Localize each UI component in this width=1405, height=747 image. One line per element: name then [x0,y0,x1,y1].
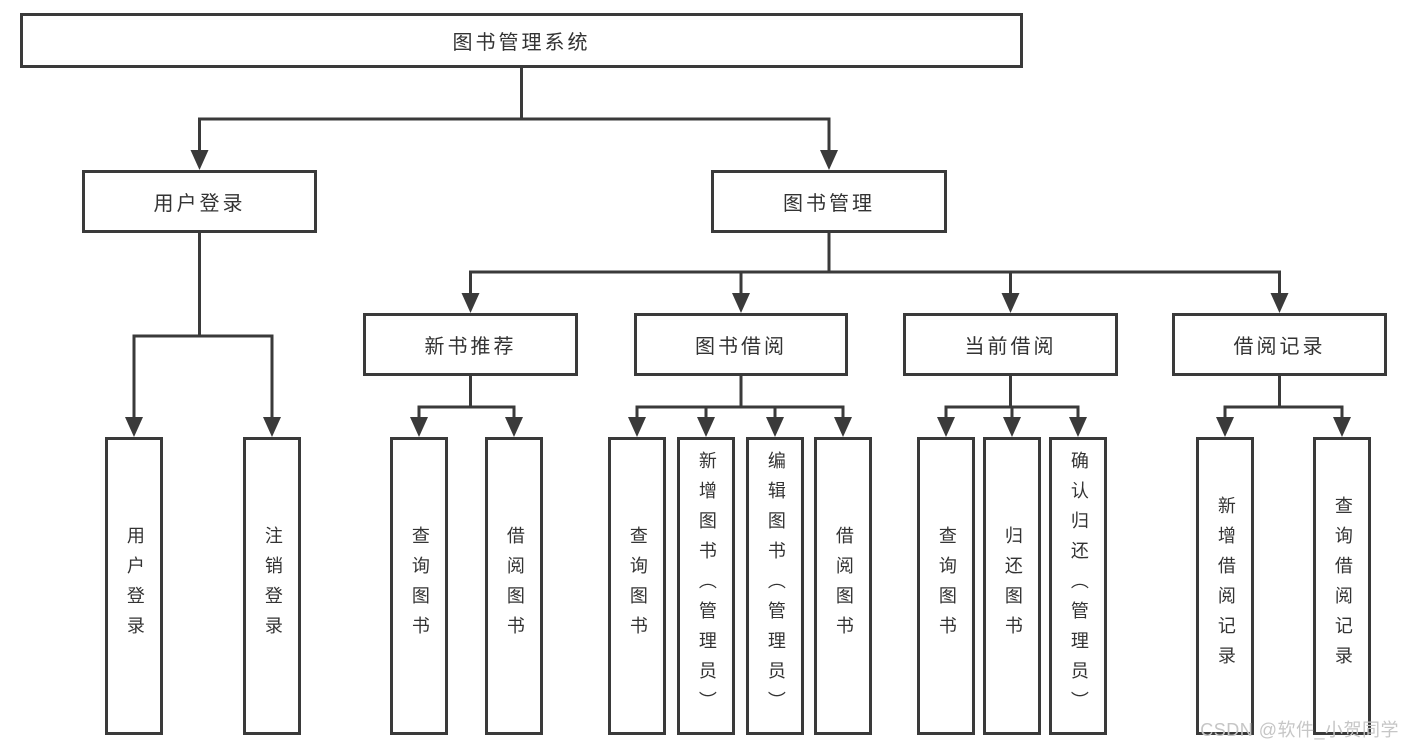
node-borrowing-records: 借阅记录 [1172,313,1387,376]
leaf-query-books-current-label: 查询图书 [936,526,957,646]
arrow-icon [190,150,209,170]
node-current-borrowing: 当前借阅 [903,313,1118,376]
leaf-user-login: 用户登录 [105,437,163,735]
leaf-return-books-label: 归还图书 [1002,526,1023,646]
arrow-icon [461,293,480,313]
arrow-icon [697,417,715,437]
arrow-icon [1333,417,1351,437]
leaf-add-borrow-record: 新增借阅记录 [1196,437,1254,735]
node-user-login: 用户登录 [82,170,317,233]
leaf-query-books-recommend-label: 查询图书 [409,526,430,646]
node-user-login-label: 用户登录 [153,193,246,215]
arrow-icon [1069,417,1087,437]
leaf-borrow-books: 借阅图书 [814,437,872,735]
node-root-label: 图书管理系统 [452,32,591,54]
connector-lines [132,68,1344,420]
arrow-icon [820,150,838,170]
arrow-icon [1003,417,1021,437]
node-current-borrowing-label: 当前借阅 [964,336,1057,358]
node-book-management: 图书管理 [711,170,947,233]
leaf-confirm-return-admin-label: 确认归还（管理员） [1068,451,1089,721]
leaf-user-login-label: 用户登录 [124,526,145,646]
leaf-return-books: 归还图书 [983,437,1041,735]
arrow-icon [125,417,143,437]
node-new-book-recommend: 新书推荐 [363,313,578,376]
arrow-icon [1001,293,1020,313]
node-root: 图书管理系统 [20,13,1023,68]
leaf-edit-books-admin: 编辑图书（管理员） [746,437,804,735]
arrow-icon [263,417,281,437]
leaf-logout: 注销登录 [243,437,301,735]
arrow-icon [1270,293,1289,313]
leaf-borrow-books-recommend-label: 借阅图书 [504,526,525,646]
node-borrowing-records-label: 借阅记录 [1233,336,1326,358]
leaf-edit-books-admin-label: 编辑图书（管理员） [765,451,786,721]
arrow-icon [834,417,852,437]
leaf-add-borrow-record-label: 新增借阅记录 [1215,496,1236,676]
leaf-add-books-admin-label: 新增图书（管理员） [696,451,717,721]
leaf-query-books-current: 查询图书 [917,437,975,735]
leaf-borrow-books-label: 借阅图书 [833,526,854,646]
arrow-icon [766,417,784,437]
arrow-icon [1216,417,1234,437]
leaf-borrow-books-recommend: 借阅图书 [485,437,543,735]
leaf-query-borrow-record-label: 查询借阅记录 [1332,496,1353,676]
leaf-logout-label: 注销登录 [262,526,283,646]
leaf-query-books-recommend: 查询图书 [390,437,448,735]
arrow-icon [628,417,646,437]
node-book-borrowing: 图书借阅 [634,313,848,376]
arrowheads [125,150,1351,437]
arrow-icon [410,417,428,437]
leaf-query-borrow-record: 查询借阅记录 [1313,437,1371,735]
node-book-management-label: 图书管理 [783,193,875,215]
leaf-query-books-borrowing-label: 查询图书 [627,526,648,646]
leaf-query-books-borrowing: 查询图书 [608,437,666,735]
leaf-add-books-admin: 新增图书（管理员） [677,437,735,735]
leaf-confirm-return-admin: 确认归还（管理员） [1049,437,1107,735]
arrow-icon [937,417,955,437]
node-new-book-recommend-label: 新书推荐 [424,336,517,358]
arrow-icon [505,417,523,437]
node-book-borrowing-label: 图书借阅 [695,336,787,358]
arrow-icon [732,293,750,313]
watermark: CSDN @软件_小贺同学 [1200,720,1399,740]
